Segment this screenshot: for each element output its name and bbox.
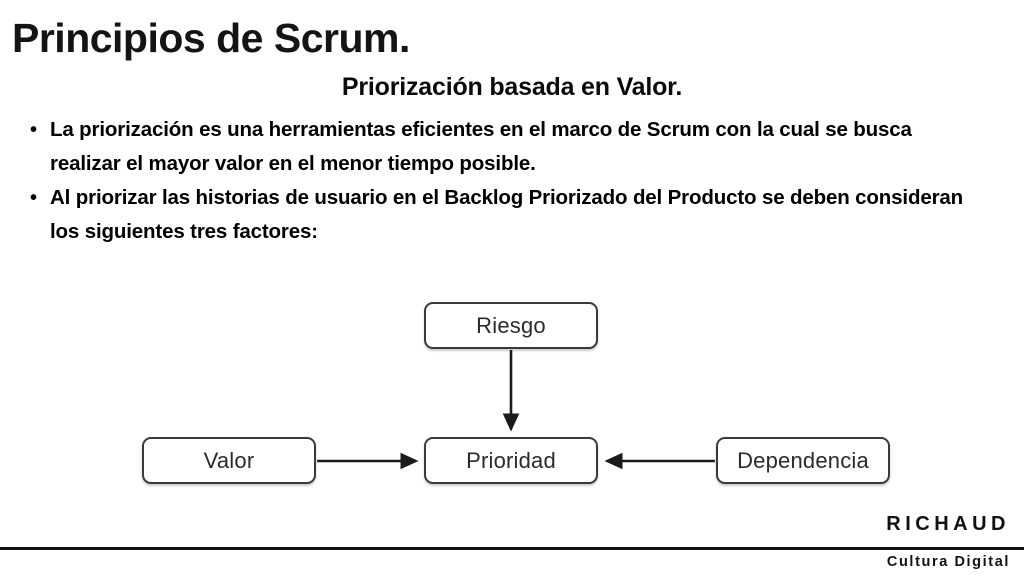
bullet-marker-icon: •: [30, 187, 37, 209]
brand-tagline: Cultura Digital: [886, 554, 1010, 570]
diagram-node-dependencia[interactable]: Dependencia: [716, 437, 890, 484]
list-item: • Al priorizar las historias de usuario …: [26, 181, 971, 249]
page-title: Principios de Scrum.: [12, 15, 410, 61]
bullet-marker-icon: •: [30, 119, 37, 141]
diagram-node-valor[interactable]: Valor: [142, 437, 316, 484]
diagram-node-prioridad[interactable]: Prioridad: [424, 437, 598, 484]
list-item: • La priorización es una herramientas ef…: [26, 113, 971, 181]
brand-logo-text: RICHAUD: [886, 513, 1010, 535]
page-subtitle: Priorización basada en Valor.: [341, 73, 683, 101]
footer-divider: [0, 547, 1024, 550]
diagram-node-riesgo[interactable]: Riesgo: [424, 302, 598, 349]
bullet-list: • La priorización es una herramientas ef…: [26, 113, 971, 249]
list-item-text: Al priorizar las historias de usuario en…: [50, 186, 964, 243]
list-item-text: La priorización es una herramientas efic…: [50, 118, 912, 175]
